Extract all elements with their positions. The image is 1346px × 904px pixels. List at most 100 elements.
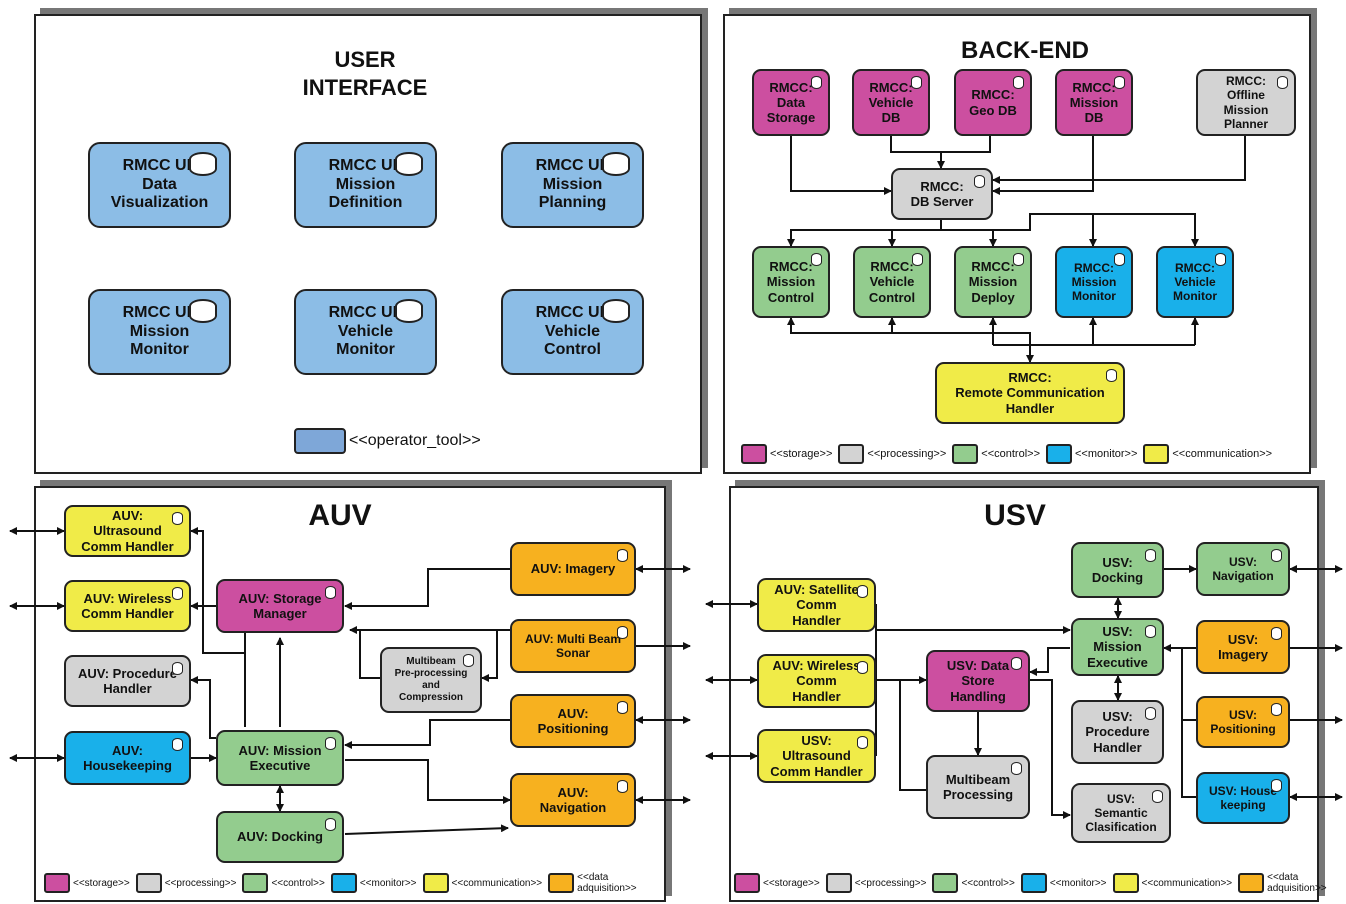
ui-mission-definition[interactable]: RMCC UI: Mission Definition	[294, 142, 437, 228]
database-icon	[1106, 369, 1117, 382]
auv-panel-title: AUV	[308, 499, 372, 532]
database-icon	[1011, 762, 1022, 775]
database-icon	[1114, 253, 1125, 266]
auv-wireless-comm-handler[interactable]: AUV: Wireless Comm Handler	[64, 580, 191, 632]
usv-ultrasound-comm-handler[interactable]: USV: Ultrasound Comm Handler	[757, 729, 876, 783]
legend-swatch-monitor	[1020, 873, 1047, 893]
legend-swatch-data-acquisition	[548, 873, 575, 893]
auv-multi-beam-sonar[interactable]: AUV: Multi Beam Sonar	[510, 619, 636, 673]
database-icon	[974, 175, 985, 188]
database-icon	[1271, 703, 1282, 716]
auv-positioning[interactable]: AUV: Positioning	[510, 694, 636, 748]
database-icon	[1145, 549, 1156, 562]
usv-navigation[interactable]: USV: Navigation	[1196, 542, 1290, 596]
database-icon	[1215, 253, 1226, 266]
database-icon	[912, 253, 923, 266]
auv-legend: <<storage>> <<processing>> <<control>> <…	[44, 872, 637, 894]
ui-data-visualization[interactable]: RMCC UI: Data Visualization	[88, 142, 231, 228]
legend-label-operator-tool: <<operator_tool>>	[349, 432, 481, 449]
database-icon	[857, 661, 868, 674]
database-icon	[811, 253, 822, 266]
database-icon	[811, 76, 822, 89]
rmcc-offline-mission-planner[interactable]: RMCC: Offline Mission Planner	[1196, 69, 1296, 136]
auv-navigation[interactable]: AUV: Navigation	[510, 773, 636, 827]
usv-imagery[interactable]: USV: Imagery	[1196, 620, 1290, 674]
rmcc-vehicle-monitor[interactable]: RMCC: Vehicle Monitor	[1156, 246, 1234, 318]
database-icon	[602, 152, 630, 176]
usv-positioning[interactable]: USV: Positioning	[1196, 696, 1290, 748]
rmcc-vehicle-control[interactable]: RMCC: Vehicle Control	[853, 246, 931, 318]
database-icon	[1114, 76, 1125, 89]
database-icon	[1013, 253, 1024, 266]
usv-mission-executive[interactable]: USV: Mission Executive	[1071, 618, 1164, 676]
legend-swatch-monitor	[330, 873, 357, 893]
rmcc-remote-communication-handler[interactable]: RMCC: Remote Communication Handler	[935, 362, 1125, 424]
rmcc-mission-control[interactable]: RMCC: Mission Control	[752, 246, 830, 318]
legend-swatch-communication	[422, 873, 449, 893]
legend-swatch-control	[242, 873, 269, 893]
rmcc-vehicle-db[interactable]: RMCC: Vehicle DB	[852, 69, 930, 136]
legend-swatch-processing	[825, 873, 852, 893]
database-icon	[857, 585, 868, 598]
legend-swatch-monitor	[1046, 444, 1072, 464]
usv-procedure-handler[interactable]: USV: Procedure Handler	[1071, 700, 1164, 764]
rmcc-mission-deploy[interactable]: RMCC: Mission Deploy	[954, 246, 1032, 318]
legend-swatch-data-acquisition	[1238, 873, 1265, 893]
ui-panel-title: USER INTERFACE	[302, 47, 428, 100]
auv-ultrasound-comm-handler[interactable]: AUV: Ultrasound Comm Handler	[64, 505, 191, 557]
legend-swatch-storage	[734, 873, 760, 893]
usv-satellite-comm-handler[interactable]: AUV: Satellite Comm Handler	[757, 578, 876, 632]
auv-docking[interactable]: AUV: Docking	[216, 811, 344, 863]
rmcc-data-storage[interactable]: RMCC: Data Storage	[752, 69, 830, 136]
database-icon	[325, 737, 336, 750]
auv-mission-executive[interactable]: AUV: Mission Executive	[216, 730, 344, 786]
auv-multibeam-preprocessing[interactable]: Multibeam Pre-processing and Compression	[380, 647, 482, 713]
ui-vehicle-control[interactable]: RMCC UI: Vehicle Control	[501, 289, 644, 375]
rmcc-geo-db[interactable]: RMCC: Geo DB	[954, 69, 1032, 136]
legend-swatch-control	[932, 873, 959, 893]
database-icon	[1145, 707, 1156, 720]
usv-data-store-handling[interactable]: USV: Data Store Handling	[926, 650, 1030, 712]
database-icon	[1271, 549, 1282, 562]
auv-procedure-handler[interactable]: AUV: Procedure Handler	[64, 655, 191, 707]
database-icon	[1013, 76, 1024, 89]
database-icon	[172, 512, 183, 525]
database-icon	[617, 626, 628, 639]
database-icon	[395, 152, 423, 176]
usv-semantic-clasification[interactable]: USV: Semantic Clasification	[1071, 783, 1171, 843]
legend-swatch-control	[952, 444, 979, 464]
database-icon	[1271, 627, 1282, 640]
usv-wireless-comm-handler[interactable]: AUV: Wireless Comm Handler	[757, 654, 876, 708]
database-icon	[1277, 76, 1288, 89]
usv-docking[interactable]: USV: Docking	[1071, 542, 1164, 598]
auv-housekeeping[interactable]: AUV: Housekeeping	[64, 731, 191, 785]
database-icon	[911, 76, 922, 89]
database-icon	[189, 299, 217, 323]
auv-storage-manager[interactable]: AUV: Storage Manager	[216, 579, 344, 633]
backend-legend: <<storage>> <<processing>> <<control>> <…	[741, 444, 1278, 464]
legend-swatch-processing	[838, 444, 865, 464]
legend-swatch-processing	[135, 873, 162, 893]
database-icon	[617, 780, 628, 793]
ui-mission-monitor[interactable]: RMCC UI: Mission Monitor	[88, 289, 231, 375]
legend-swatch-storage	[44, 873, 70, 893]
ui-mission-planning[interactable]: RMCC UI: Mission Planning	[501, 142, 644, 228]
auv-imagery[interactable]: AUV: Imagery	[510, 542, 636, 596]
database-icon	[1145, 625, 1156, 638]
database-icon	[1152, 790, 1163, 803]
database-icon	[395, 299, 423, 323]
database-icon	[617, 549, 628, 562]
rmcc-mission-db[interactable]: RMCC: Mission DB	[1055, 69, 1133, 136]
legend-swatch-communication	[1143, 444, 1170, 464]
usv-housekeeping[interactable]: USV: House keeping	[1196, 772, 1290, 824]
rmcc-db-server[interactable]: RMCC: DB Server	[891, 168, 993, 220]
database-icon	[617, 701, 628, 714]
ui-vehicle-monitor[interactable]: RMCC UI: Vehicle Monitor	[294, 289, 437, 375]
usv-multibeam-processing[interactable]: Multibeam Processing	[926, 755, 1030, 819]
backend-panel-title: BACK-END	[961, 37, 1089, 64]
database-icon	[172, 587, 183, 600]
rmcc-mission-monitor[interactable]: RMCC: Mission Monitor	[1055, 246, 1133, 318]
database-icon	[1011, 657, 1022, 670]
ui-legend: <<operator_tool>>	[294, 428, 481, 454]
database-icon	[857, 736, 868, 749]
